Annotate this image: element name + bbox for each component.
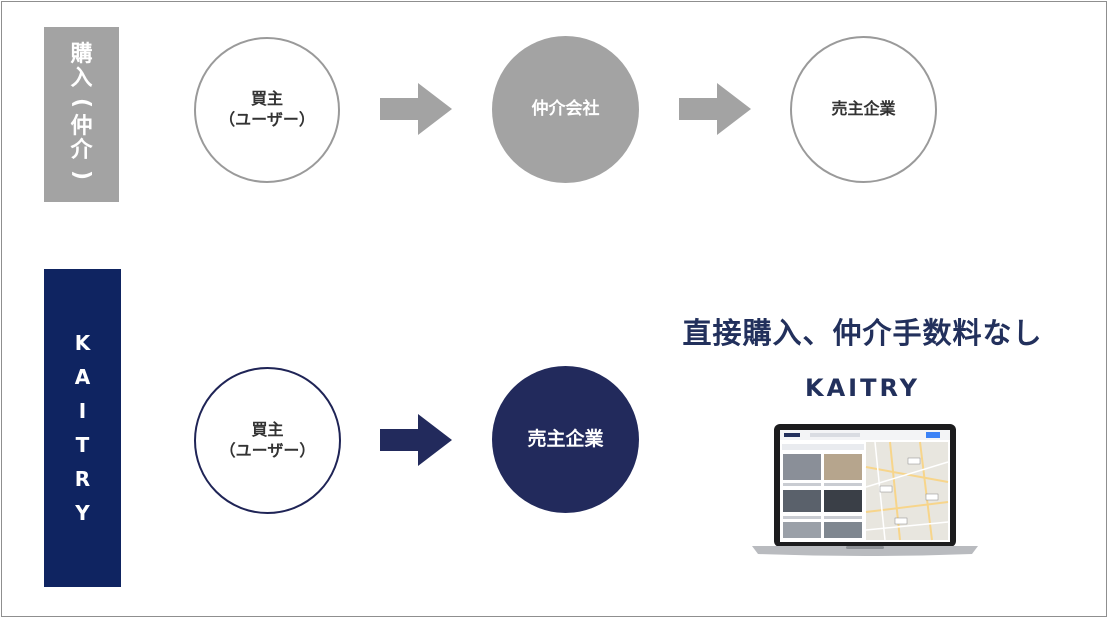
buyer-sublabel: （ユーザー）: [219, 440, 316, 460]
seller-circle: 売主企業: [492, 366, 639, 513]
buyer-circle: 買主 （ユーザー）: [194, 367, 341, 514]
broker-label: 仲介会社: [531, 99, 600, 120]
seller-label: 売主企業: [831, 99, 896, 119]
buyer-label: 買主: [250, 89, 283, 109]
seller-circle: 売主企業: [790, 36, 937, 183]
arrow-right-icon: [679, 83, 751, 135]
buyer-circle: 買主 （ユーザー）: [194, 37, 340, 183]
broker-circle: 仲介会社: [492, 36, 639, 183]
arrow-right-icon: [380, 83, 452, 135]
buyer-sublabel: （ユーザー）: [219, 110, 315, 129]
buyer-label: 買主: [251, 419, 284, 439]
headline: 直接購入、仲介手数料なし: [682, 316, 1043, 350]
arrow-right-icon: [380, 414, 452, 466]
brand-name: KAITRY: [804, 374, 921, 402]
purchase-broker-label: 購 入 ( 仲 介 ): [44, 27, 119, 202]
laptop-image: [752, 424, 978, 556]
seller-label: 売主企業: [527, 428, 604, 451]
kaitry-label: K A I T R Y: [44, 269, 121, 587]
